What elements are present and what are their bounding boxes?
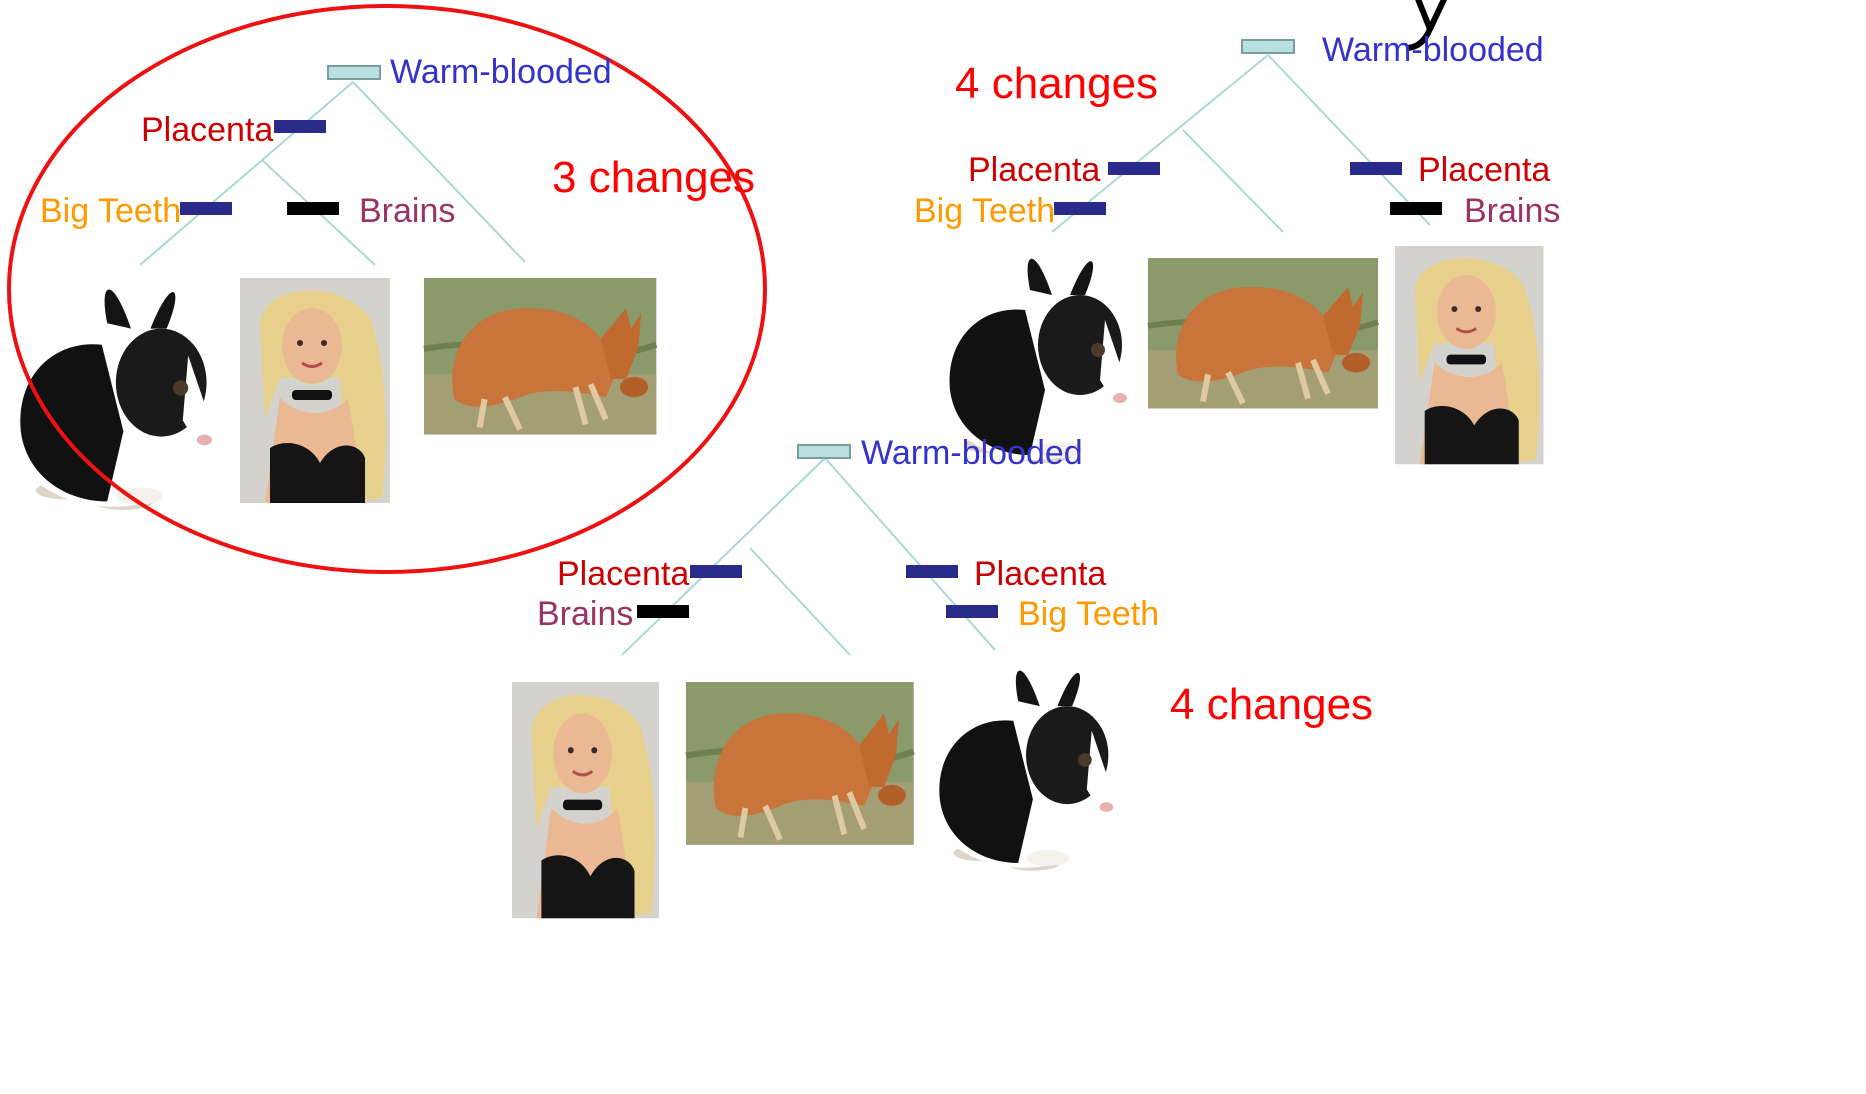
tree-a-leaf-woman <box>240 278 390 503</box>
tree-c-changes-label: 4 changes <box>1170 683 1373 727</box>
tree-c-brains-label: Brains <box>537 597 633 631</box>
tree-b-leaf-rabbit <box>940 259 1130 463</box>
tree-a-root-marker <box>328 66 380 79</box>
tree-a-branches <box>140 82 525 265</box>
tree-c-brains-marker <box>637 605 689 618</box>
tree-c-root-label: Warm-blooded <box>861 436 1083 470</box>
tree-b-leaf-woman <box>1395 246 1544 464</box>
tree-a-placenta-marker <box>274 120 326 133</box>
tree-b-leaf-kangaroo <box>1148 258 1378 408</box>
tree-c-leaf-rabbit <box>930 671 1116 871</box>
tree-c-placenta-left-marker <box>690 565 742 578</box>
tree-c-leaf-kangaroo <box>686 682 914 845</box>
tree-b-placenta-left-label: Placenta <box>968 153 1100 187</box>
tree-a-changes-label: 3 changes <box>552 156 755 200</box>
tree-a-brains-label: Brains <box>359 194 455 228</box>
tree-b-root-marker <box>1242 40 1294 53</box>
tree-b-root-label: Warm-blooded <box>1322 33 1544 67</box>
tree-b-placenta-right-marker <box>1350 162 1402 175</box>
tree-a-leaf-kangaroo <box>424 278 656 435</box>
tree-c-leaf-woman <box>512 682 659 918</box>
tree-c-placenta-right-label: Placenta <box>974 557 1106 591</box>
tree-c-big-teeth-label: Big Teeth <box>1018 597 1159 631</box>
tree-c-placenta-left-label: Placenta <box>557 557 689 591</box>
tree-a-brains-marker <box>287 202 339 215</box>
tree-b-placenta-left-marker <box>1108 162 1160 175</box>
tree-b-brains-label: Brains <box>1464 194 1560 228</box>
tree-c-root-marker <box>798 445 850 458</box>
tree-b-big-teeth-marker <box>1054 202 1106 215</box>
tree-c-big-teeth-marker <box>946 605 998 618</box>
tree-c-placenta-right-marker <box>906 565 958 578</box>
tree-b-placenta-right-label: Placenta <box>1418 153 1550 187</box>
tree-b-big-teeth-label: Big Teeth <box>914 194 1055 228</box>
tree-a-big-teeth-label: Big Teeth <box>40 194 181 228</box>
tree-a-placenta-label: Placenta <box>141 113 273 147</box>
tree-b-changes-label: 4 changes <box>955 62 1158 106</box>
tree-a-root-label: Warm-blooded <box>390 55 612 89</box>
tree-a-big-teeth-marker <box>180 202 232 215</box>
tree-b-brains-marker <box>1390 202 1442 215</box>
